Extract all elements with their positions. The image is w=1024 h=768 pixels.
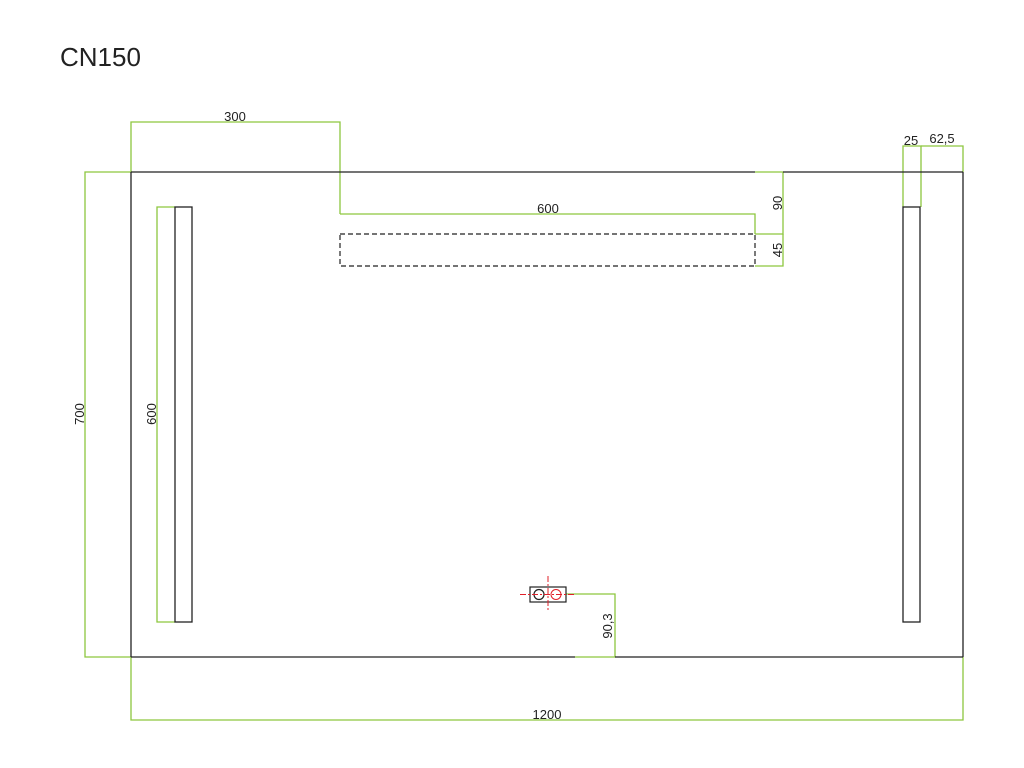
dim-line-top-offset (130, 121, 341, 214)
dim-label-top-bar-length: 600 (537, 201, 559, 216)
left-led-strip (174, 206, 193, 623)
dim-label-switch-offset: 90,3 (600, 613, 615, 638)
dim-label-right-strip-width: 25 (904, 133, 918, 148)
dim-line-right-offset (921, 145, 964, 172)
dim-label-top-gap: 90 (770, 196, 785, 210)
dim-label-overall-height: 700 (72, 403, 87, 425)
dim-label-top-bar-height: 45 (770, 243, 785, 257)
dim-line-top-bar-length (340, 213, 756, 234)
dim-line-right-strip (902, 145, 922, 207)
dim-label-right-offset: 62,5 (929, 131, 954, 146)
drawing-title: CN150 (60, 42, 141, 72)
dim-line-overall-height (84, 171, 131, 658)
dim-line-switch-offset (566, 593, 616, 658)
dim-label-top-offset: 300 (224, 109, 246, 124)
dim-line-side-strip (156, 206, 175, 623)
dimension-lines (84, 121, 964, 721)
switch-icon (520, 576, 576, 612)
right-led-strip (902, 206, 921, 623)
top-dashed-bar (339, 233, 756, 267)
dim-label-side-strip-length: 600 (144, 403, 159, 425)
dim-line-top-gap (755, 171, 784, 235)
dim-line-top-bar-height (755, 234, 784, 267)
dim-line-overall-width (130, 657, 964, 721)
mirror-outline (130, 171, 964, 658)
dim-label-overall-width: 1200 (533, 707, 562, 722)
